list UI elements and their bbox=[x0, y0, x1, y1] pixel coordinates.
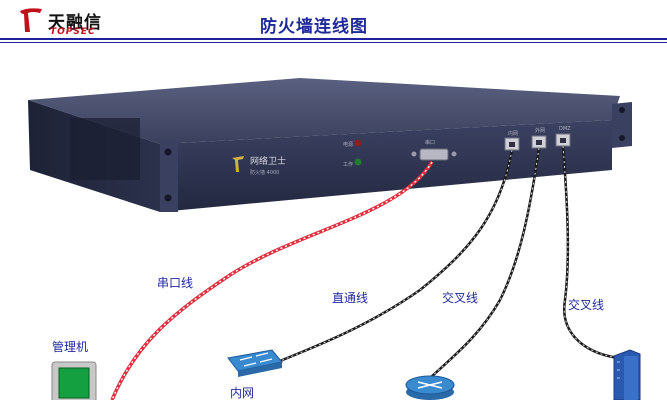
straight-cable bbox=[269, 149, 514, 367]
screw-icon bbox=[164, 148, 172, 156]
panel-brand: 网络卫士 bbox=[250, 155, 286, 167]
crossover-cable-1-label: 交叉线 bbox=[442, 291, 479, 305]
brand-name-en: TOPSEC bbox=[50, 27, 96, 37]
port-label-2: 外网 bbox=[535, 127, 545, 134]
serial-cable-label: 串口线 bbox=[157, 276, 194, 290]
header: 天融信 TOPSEC 防火墙连线图 bbox=[0, 0, 667, 40]
led-label-work: 工作 bbox=[343, 161, 353, 168]
chassis-front bbox=[160, 120, 612, 212]
work-led-icon bbox=[354, 158, 362, 166]
router-device bbox=[405, 375, 455, 400]
management-pc bbox=[51, 361, 97, 400]
page-title: 防火墙连线图 bbox=[260, 17, 368, 37]
console-port-icon bbox=[419, 148, 449, 161]
crossover-cable-2 bbox=[561, 145, 619, 360]
header-divider bbox=[0, 38, 667, 40]
side-vent bbox=[70, 118, 140, 180]
rack-ear-left bbox=[160, 140, 178, 212]
panel-logo-icon bbox=[232, 156, 244, 172]
screw-icon bbox=[619, 135, 625, 141]
screw-icon bbox=[619, 107, 625, 113]
logo-mark-icon bbox=[20, 8, 42, 33]
rack-ear-right bbox=[612, 102, 632, 148]
switch-device bbox=[227, 349, 283, 377]
screw-icon bbox=[164, 194, 172, 202]
crossover-cable-1 bbox=[429, 147, 541, 379]
manager-label: 管理机 bbox=[52, 340, 89, 354]
serial-cable bbox=[110, 161, 434, 400]
straight-cable-label: 直通线 bbox=[332, 291, 369, 305]
led-label-power: 电源 bbox=[343, 141, 353, 148]
console-label: 串口 bbox=[425, 140, 435, 146]
crossover-cable-2-label: 交叉线 bbox=[568, 298, 605, 312]
power-led-icon bbox=[354, 139, 362, 147]
firewall-device: 网络卫士 防火墙 4000 电源 工作 串口 内网 外网 DMZ bbox=[28, 78, 632, 212]
screw-icon bbox=[451, 151, 457, 157]
screw-icon bbox=[411, 151, 417, 157]
server-device bbox=[613, 349, 641, 400]
panel-model: 防火墙 4000 bbox=[250, 169, 279, 176]
topsec-logo: 天融信 TOPSEC bbox=[18, 6, 128, 37]
brand-name-cn: 天融信 bbox=[48, 13, 102, 33]
inner-network-label: 内网 bbox=[230, 386, 255, 400]
port-label-3: DMZ bbox=[559, 126, 571, 132]
header-divider-thin bbox=[0, 42, 667, 43]
port-label-1: 内网 bbox=[508, 130, 518, 137]
chassis-top bbox=[28, 78, 620, 144]
